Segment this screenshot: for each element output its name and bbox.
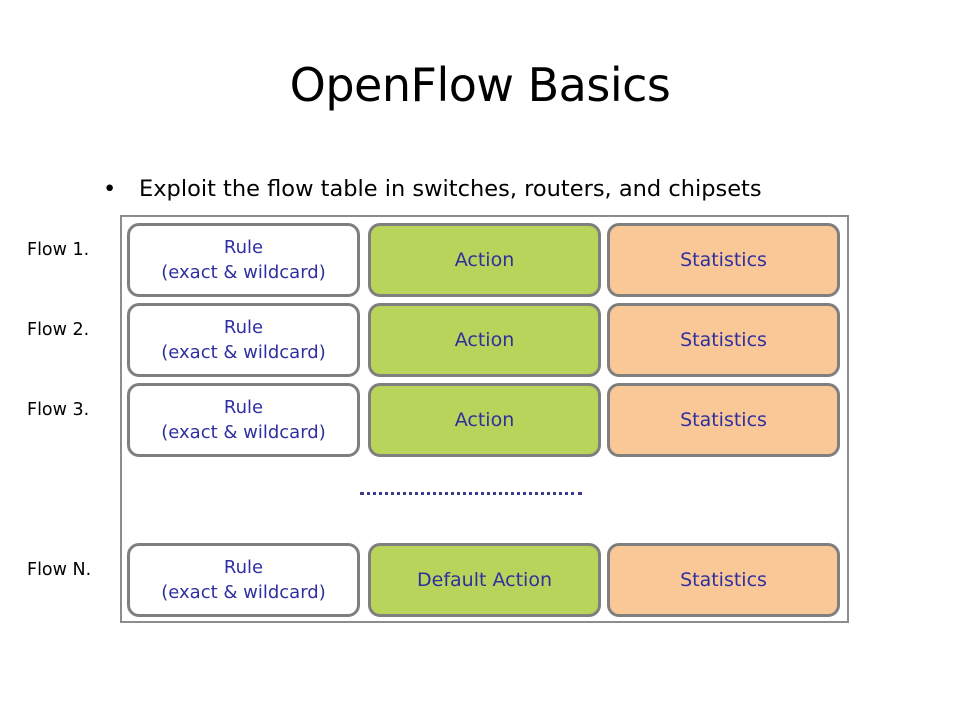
bullet-point: • Exploit the flow table in switches, rou… <box>103 176 762 202</box>
action-cell-2: Action <box>368 303 601 377</box>
action-text: Default Action <box>417 568 552 591</box>
flow-label-3: Flow 3. <box>27 400 90 420</box>
action-text: Action <box>454 248 515 271</box>
statistics-text: Statistics <box>680 568 767 591</box>
rule-subtitle: (exact & wildcard) <box>161 342 326 363</box>
rule-cell-2: Rule (exact & wildcard) <box>127 303 360 377</box>
rule-cell-n: Rule (exact & wildcard) <box>127 543 360 617</box>
statistics-text: Statistics <box>680 248 767 271</box>
ellipsis-dots <box>360 492 582 495</box>
action-text: Action <box>454 408 515 431</box>
flow-label-1: Flow 1. <box>27 240 90 260</box>
rule-subtitle: (exact & wildcard) <box>161 582 326 603</box>
action-text: Action <box>454 328 515 351</box>
statistics-cell-n: Statistics <box>607 543 840 617</box>
statistics-cell-1: Statistics <box>607 223 840 297</box>
rule-subtitle: (exact & wildcard) <box>161 262 326 283</box>
rule-title: Rule <box>223 236 264 258</box>
flow-table-frame <box>120 215 849 623</box>
statistics-text: Statistics <box>680 408 767 431</box>
action-cell-3: Action <box>368 383 601 457</box>
statistics-cell-3: Statistics <box>607 383 840 457</box>
bullet-icon: • <box>103 176 117 202</box>
flow-label-2: Flow 2. <box>27 320 90 340</box>
rule-subtitle: (exact & wildcard) <box>161 422 326 443</box>
statistics-cell-2: Statistics <box>607 303 840 377</box>
action-cell-1: Action <box>368 223 601 297</box>
rule-title: Rule <box>223 556 264 578</box>
rule-title: Rule <box>223 396 264 418</box>
rule-title: Rule <box>223 316 264 338</box>
slide-title: OpenFlow Basics <box>289 58 671 112</box>
rule-cell-1: Rule (exact & wildcard) <box>127 223 360 297</box>
rule-cell-3: Rule (exact & wildcard) <box>127 383 360 457</box>
flow-label-n: Flow N. <box>27 560 92 580</box>
statistics-text: Statistics <box>680 328 767 351</box>
bullet-text: Exploit the flow table in switches, rout… <box>139 176 762 202</box>
default-action-cell: Default Action <box>368 543 601 617</box>
